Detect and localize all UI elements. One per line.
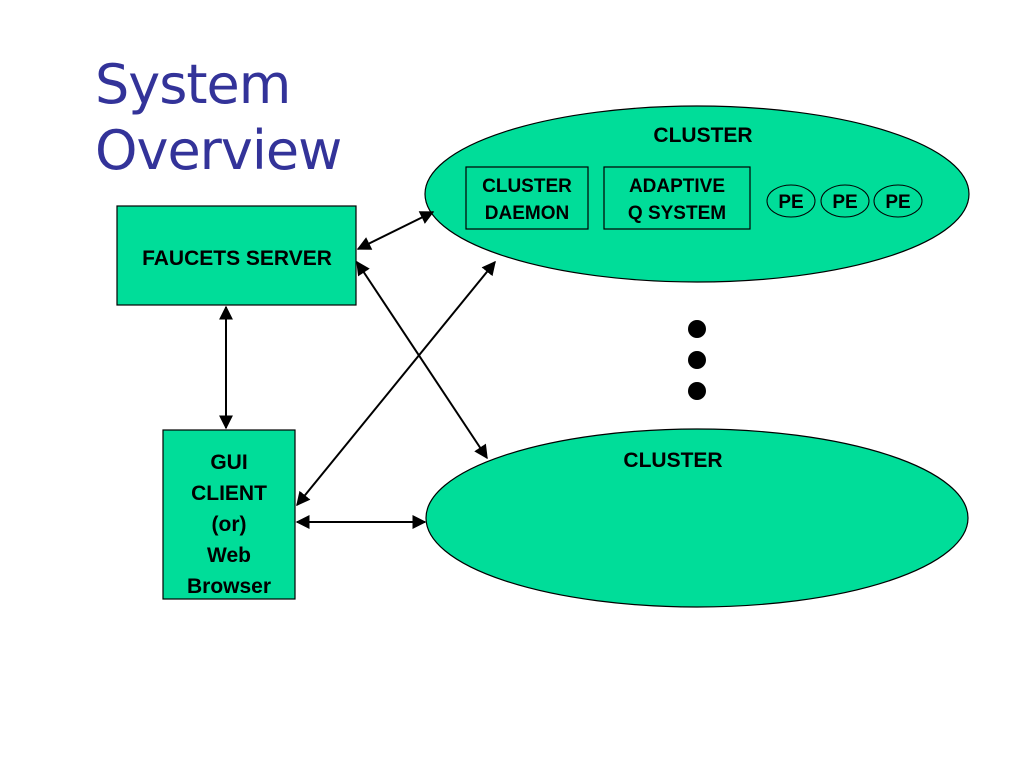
gui-client-box: GUI CLIENT (or) Web Browser [162, 429, 296, 600]
pe-node-1: PE [766, 184, 816, 218]
gui-client-line-1: GUI [210, 451, 247, 474]
adaptive-q-system-box: ADAPTIVE Q SYSTEM [603, 166, 751, 230]
gui-client-line-4: Web [207, 544, 251, 567]
dot-1 [688, 320, 706, 338]
ellipsis-dots [688, 320, 706, 400]
slide-title: System Overview [95, 52, 342, 184]
gui-client-line-5: Browser [187, 575, 271, 598]
dot-2 [688, 351, 706, 369]
pe-node-3: PE [873, 184, 923, 218]
title-line-2: Overview [95, 119, 342, 182]
connectors [219, 211, 496, 529]
adaptive-line-2: Q SYSTEM [628, 203, 726, 224]
cluster-top: CLUSTER CLUSTER DAEMON ADAPTIVE Q SYSTEM… [424, 105, 970, 283]
pe-node-2: PE [820, 184, 870, 218]
faucets-server-label: FAUCETS SERVER [142, 247, 332, 270]
cluster-bottom: CLUSTER [425, 428, 969, 608]
cluster-daemon-line-1: CLUSTER [482, 176, 572, 197]
arrow-client-cluster-top [296, 260, 496, 507]
faucets-server-box: FAUCETS SERVER [116, 205, 357, 306]
cluster-daemon-box: CLUSTER DAEMON [465, 166, 589, 230]
gui-client-line-2: CLIENT [191, 482, 267, 505]
arrow-server-cluster-top [356, 211, 435, 250]
pe-label-2: PE [832, 192, 857, 213]
cluster-bottom-title: CLUSTER [623, 449, 722, 472]
gui-client-line-3: (or) [212, 513, 247, 536]
cluster-top-title: CLUSTER [653, 124, 752, 147]
dot-3 [688, 382, 706, 400]
arrow-server-cluster-bottom [356, 260, 488, 460]
cluster-daemon-line-2: DAEMON [485, 203, 569, 224]
title-line-1: System [95, 53, 291, 116]
pe-label-1: PE [778, 192, 803, 213]
adaptive-line-1: ADAPTIVE [629, 176, 725, 197]
pe-label-3: PE [885, 192, 910, 213]
